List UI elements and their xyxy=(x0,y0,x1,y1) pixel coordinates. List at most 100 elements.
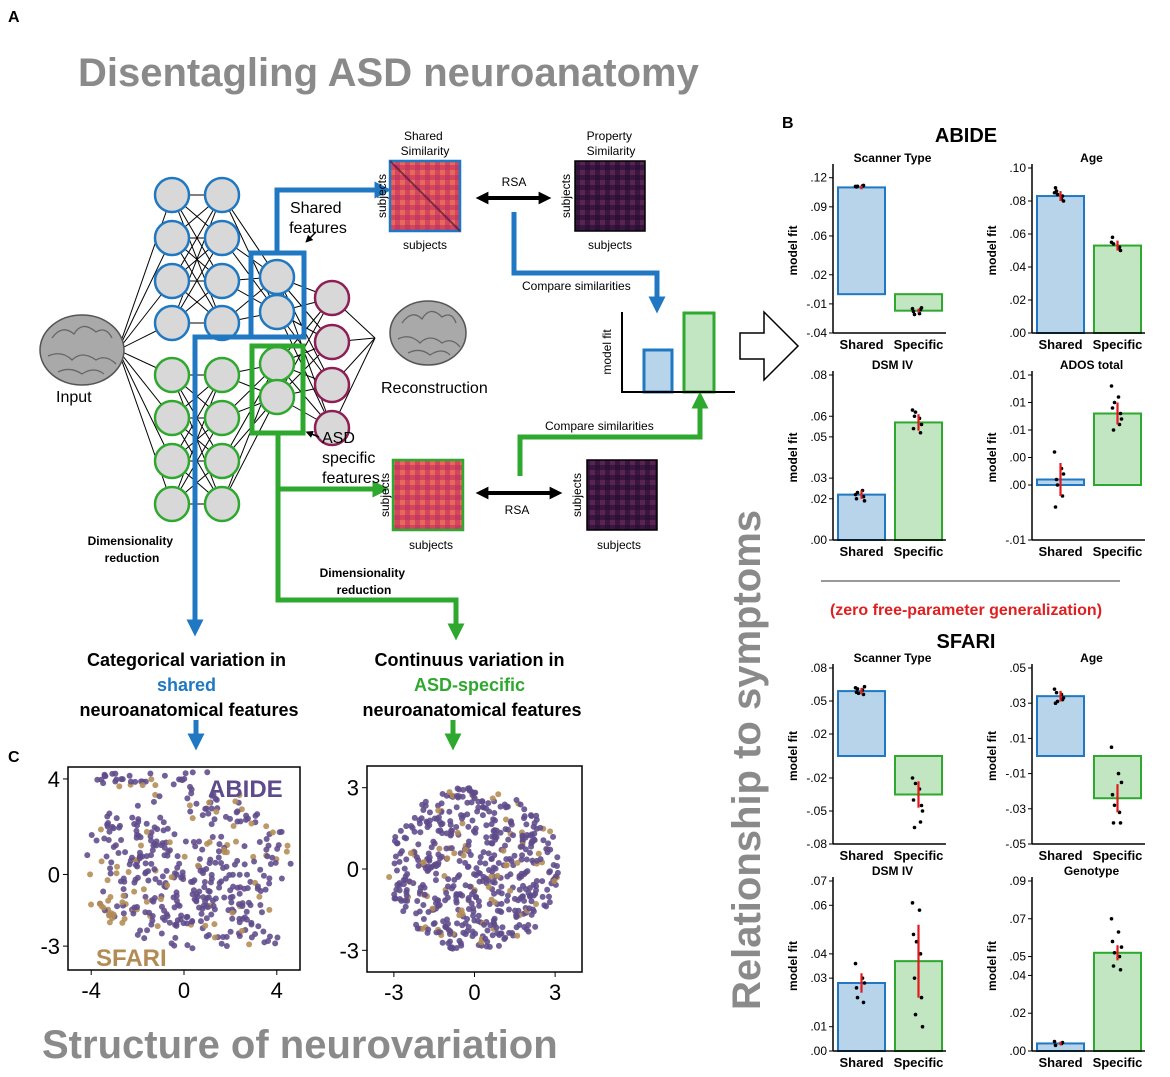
scatter-point xyxy=(470,912,477,919)
y-tick-label: -.03 xyxy=(1005,802,1026,816)
scatter-point xyxy=(156,793,163,800)
reconstruction-label: Reconstruction xyxy=(381,380,488,397)
scatter-point xyxy=(257,866,264,873)
scatter-point xyxy=(485,884,492,891)
scatter-point xyxy=(266,880,273,887)
scatter-point xyxy=(446,808,453,815)
scatter-point xyxy=(204,840,211,847)
scatter-point xyxy=(448,831,455,838)
data-point xyxy=(1053,505,1058,509)
scatter-point xyxy=(88,901,95,908)
dim-reduction-label-2: Dimensionality reduction xyxy=(320,566,409,597)
data-point xyxy=(854,986,859,990)
scatter-point xyxy=(143,828,150,835)
data-point xyxy=(1055,192,1060,197)
scatter-point xyxy=(100,780,107,787)
scatter-point xyxy=(236,890,243,897)
scatter-point xyxy=(204,769,211,776)
scatter-point xyxy=(153,838,160,845)
subjects-label-y-4: subjects xyxy=(570,473,584,517)
scatter-point xyxy=(526,885,533,892)
data-point xyxy=(1110,406,1115,410)
scatter-point xyxy=(471,888,478,895)
y-tick-label: -.01 xyxy=(806,297,827,311)
bar-chart-title: DSM IV xyxy=(872,864,913,878)
scatter-point xyxy=(260,928,267,935)
scatter-point xyxy=(132,861,139,868)
scatter-point xyxy=(189,878,196,885)
x-category-label: Shared xyxy=(839,337,883,352)
scatter-point xyxy=(215,854,222,861)
data-point xyxy=(1119,417,1124,421)
network-node xyxy=(258,378,296,416)
scatter-point xyxy=(486,901,493,908)
scatter-point xyxy=(420,902,427,909)
scatter-point xyxy=(143,820,150,827)
y-tick-label: .04 xyxy=(1009,968,1026,982)
scatter-point xyxy=(212,795,219,802)
y-tick-label: .02 xyxy=(810,268,827,282)
scatter-point xyxy=(421,891,428,898)
bar-sfari-genotype-specific xyxy=(1093,951,1142,1052)
scatter-point xyxy=(227,815,234,822)
scatter-point xyxy=(472,825,479,832)
scatter-point xyxy=(503,862,510,869)
scatter-point xyxy=(181,853,188,860)
scatter-point xyxy=(422,865,429,872)
scatter-point xyxy=(403,823,410,830)
scatter-point xyxy=(428,844,435,851)
scatter-point xyxy=(220,865,227,872)
scatter-point xyxy=(552,873,559,880)
data-point xyxy=(862,684,867,689)
scatter-point xyxy=(258,909,265,916)
bar-sfari-age-shared xyxy=(1036,695,1085,757)
scatter-point xyxy=(109,823,116,830)
x-category-label: Specific xyxy=(1093,848,1143,863)
scatter-point xyxy=(533,857,540,864)
scatter-point xyxy=(254,883,261,890)
network-node xyxy=(153,176,191,214)
scatter-point xyxy=(193,800,200,807)
scatter-point xyxy=(237,884,244,891)
data-point xyxy=(911,309,916,314)
scatter-point xyxy=(533,812,540,819)
data-point xyxy=(1111,821,1116,825)
data-point xyxy=(919,422,924,427)
data-point xyxy=(1118,411,1123,416)
scatter-point xyxy=(453,891,460,898)
network-node xyxy=(203,262,241,300)
scatter-point xyxy=(110,844,117,851)
scatter-point xyxy=(477,854,484,861)
scatter-point xyxy=(232,798,239,805)
scatter-point xyxy=(103,853,110,860)
y-tick-label: .05 xyxy=(810,430,827,444)
scatter-point xyxy=(453,823,460,830)
x-category-label: Specific xyxy=(894,848,944,863)
scatter-point xyxy=(229,871,236,878)
scatter-point xyxy=(212,859,219,866)
scatter-point xyxy=(252,812,259,819)
scatter-point xyxy=(470,908,477,915)
y-tick-label: 0 xyxy=(347,857,359,882)
x-tick-label: 0 xyxy=(468,980,480,1005)
scatter-point xyxy=(174,853,181,860)
scatter-point xyxy=(262,886,269,893)
top-title: Disentagling ASD neuroanatomy xyxy=(78,51,700,95)
scatter-point xyxy=(109,915,116,922)
scatter-point xyxy=(467,883,474,890)
scatter-point xyxy=(426,809,433,816)
scatter-point xyxy=(483,834,490,841)
bar-chart-ylabel: model fit xyxy=(786,225,800,275)
y-tick-label: .01 xyxy=(810,1020,827,1034)
scatter-point xyxy=(221,894,228,901)
scatter-point xyxy=(149,912,156,919)
scatter-point xyxy=(276,829,283,836)
shared-similarity-label: Shared Similarity xyxy=(401,129,450,158)
scatter-point xyxy=(119,899,126,906)
scatter-point xyxy=(107,870,114,877)
y-tick-label: .05 xyxy=(1009,661,1026,675)
data-point xyxy=(910,306,915,311)
scatter-point xyxy=(244,871,251,878)
y-tick-label: .08 xyxy=(810,661,827,675)
